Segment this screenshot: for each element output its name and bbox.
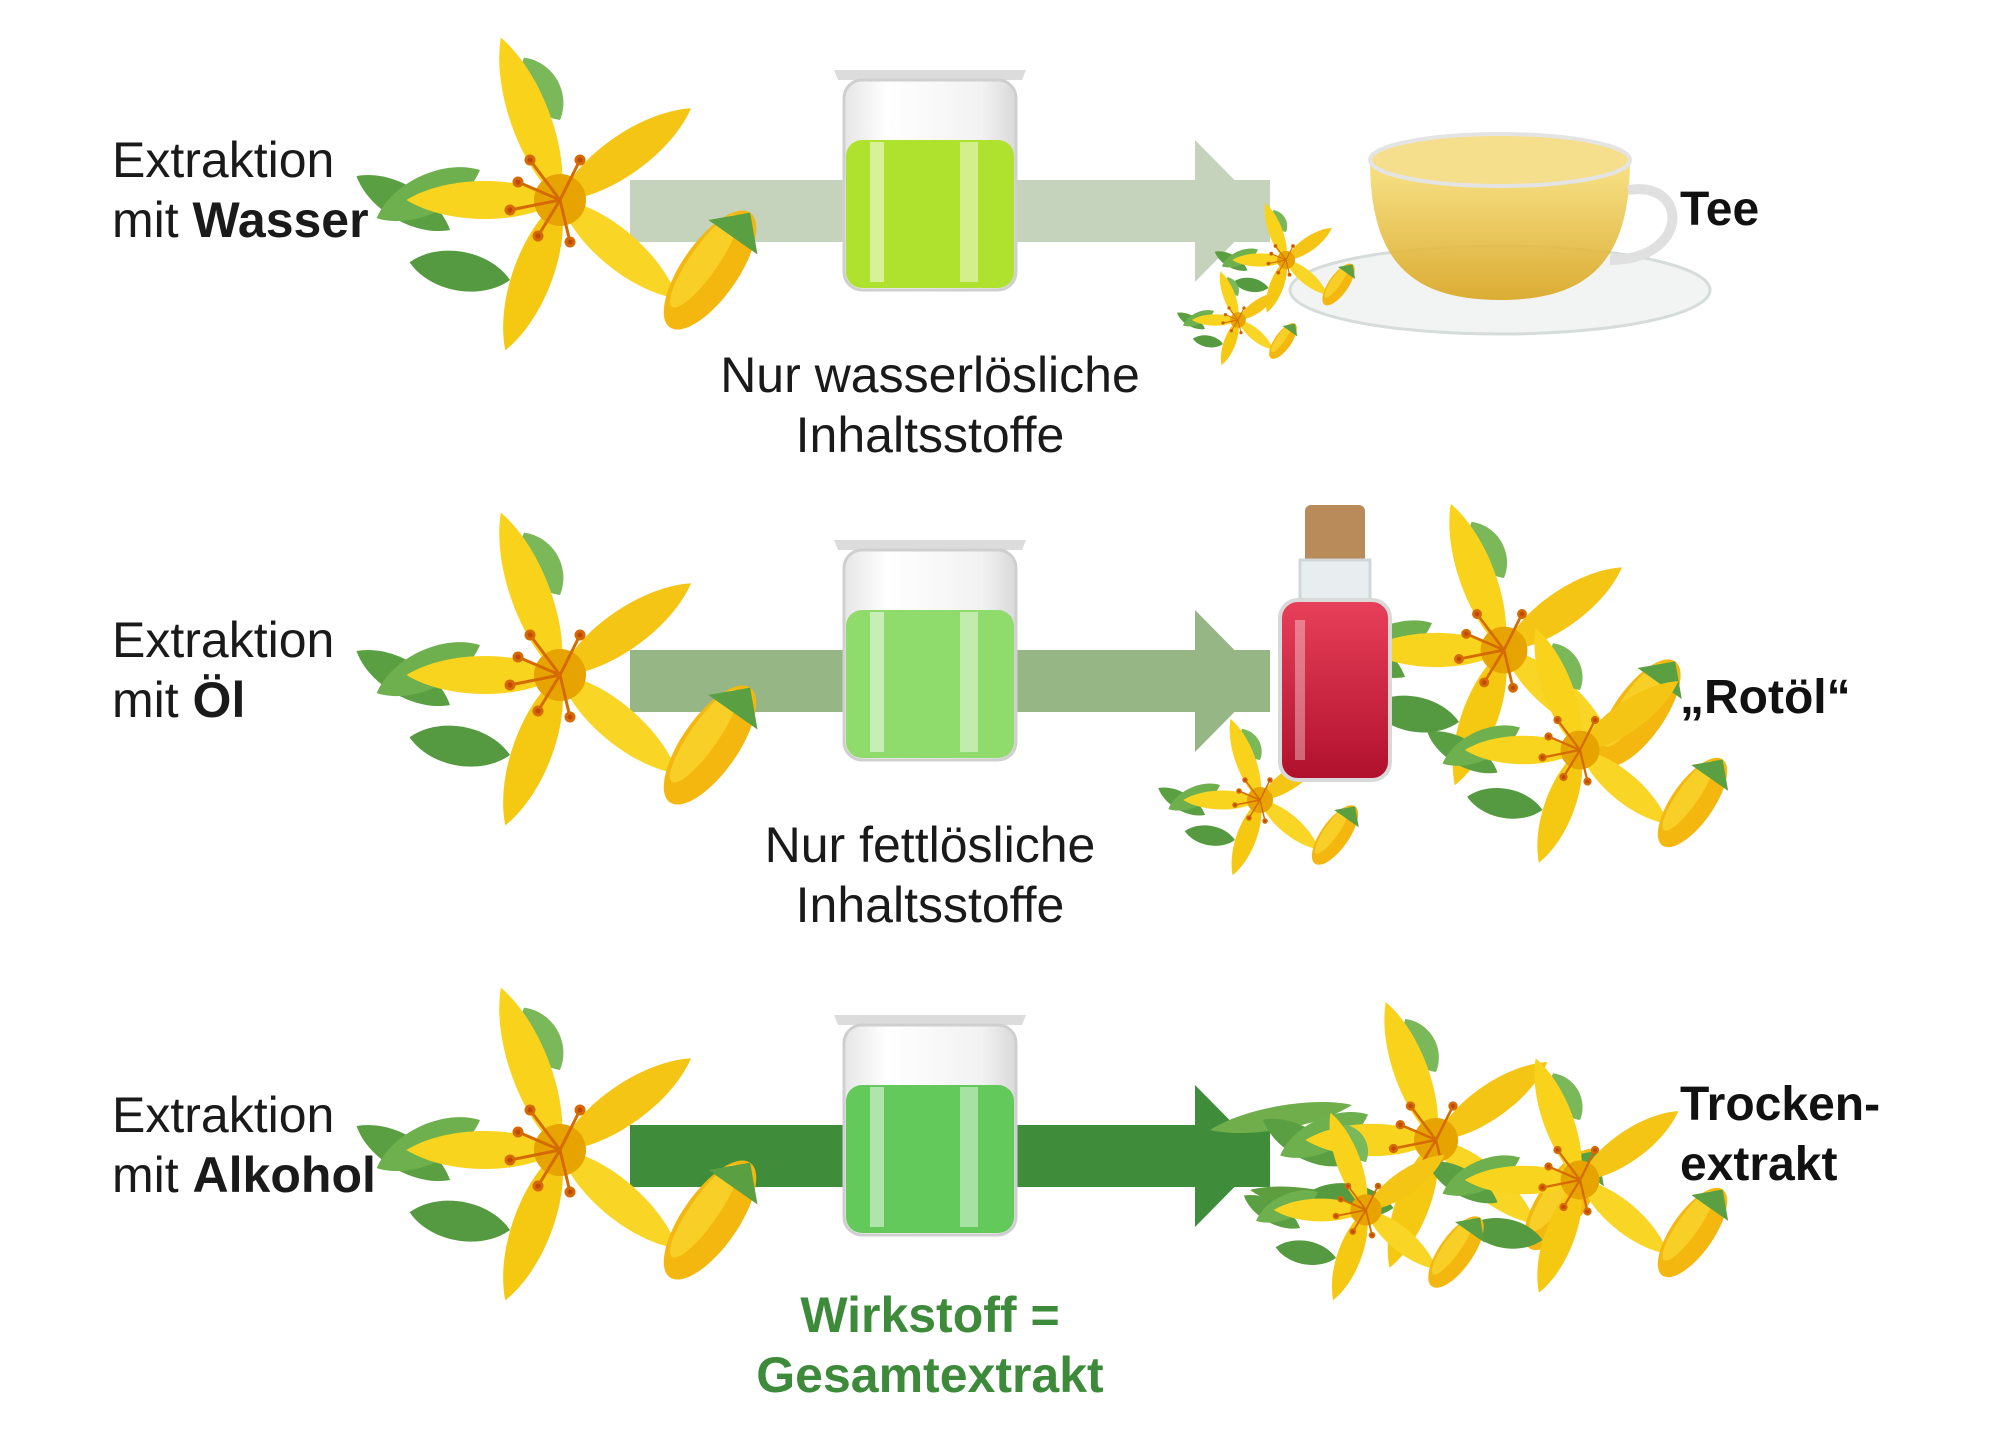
method-label-oil: Extraktion mit Öl — [112, 610, 334, 730]
result-rotoel: „Rotöl“ — [1680, 671, 1851, 724]
beaker-oil — [832, 538, 1028, 762]
row-water — [348, 31, 1712, 367]
method-solvent-alcohol: Alkohol — [192, 1147, 376, 1203]
caption-alcohol: Wirkstoff = Gesamtextrakt — [680, 1285, 1180, 1405]
beaker-alcohol — [832, 1013, 1028, 1237]
method-label-alcohol: Extraktion mit Alkohol — [112, 1085, 376, 1205]
caption-water: Nur wasserlösliche Inhaltsstoffe — [680, 345, 1180, 465]
method-line1: Extraktion — [112, 612, 335, 668]
method-prefix: mit — [112, 1147, 193, 1203]
caption-line2: Inhaltsstoffe — [795, 407, 1065, 463]
oil-bottle-icon — [1154, 498, 1741, 879]
caption-oil: Nur fettlösliche Inhaltsstoffe — [680, 815, 1180, 935]
result-tea: Tee — [1680, 183, 1760, 236]
method-solvent-water: Wasser — [192, 192, 369, 248]
row-oil — [348, 498, 1741, 879]
method-label-water: Extraktion mit Wasser — [112, 130, 369, 250]
method-line1: Extraktion — [112, 1087, 335, 1143]
result-dry-extract: Trocken- extrakt — [1680, 1075, 1880, 1195]
method-solvent-oil: Öl — [192, 672, 246, 728]
method-prefix: mit — [112, 672, 193, 728]
method-prefix: mit — [112, 192, 193, 248]
caption-line2: Gesamtextrakt — [756, 1347, 1104, 1403]
caption-line1: Nur fettlösliche — [764, 817, 1096, 873]
row-alcohol — [348, 981, 1741, 1307]
beaker-water — [832, 68, 1028, 292]
caption-line1: Wirkstoff = — [800, 1287, 1060, 1343]
tea-cup-icon — [1174, 132, 1712, 367]
caption-line1: Nur wasserlösliche — [720, 347, 1140, 403]
result-line2: extrakt — [1680, 1138, 1838, 1191]
flower-bunch-icon — [1207, 996, 1741, 1304]
caption-line2: Inhaltsstoffe — [795, 877, 1065, 933]
method-line1: Extraktion — [112, 132, 335, 188]
result-line1: Trocken- — [1680, 1078, 1881, 1131]
